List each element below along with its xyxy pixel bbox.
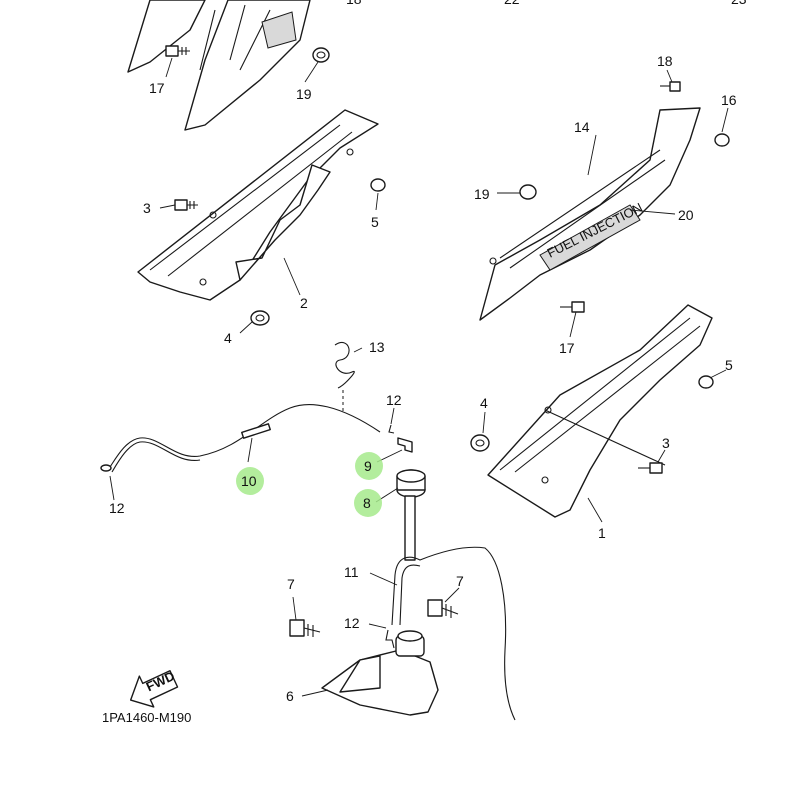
callout-1: 1 <box>598 525 606 541</box>
callout-19b: 19 <box>474 186 490 202</box>
side-cover-14: FUEL INJECTION <box>479 107 701 321</box>
upper-cover-partial <box>127 0 311 131</box>
grommet-4a <box>250 310 270 326</box>
reservoir-6 <box>321 630 439 716</box>
highlight-10 <box>236 467 264 495</box>
bolt-7b <box>427 599 459 618</box>
callout-16: 16 <box>721 92 737 108</box>
callout-5b: 5 <box>725 357 733 373</box>
clip-12c <box>385 629 395 649</box>
callout-4a: 4 <box>224 330 232 346</box>
callout-10: 10 <box>241 473 257 489</box>
callout-9: 9 <box>364 458 372 474</box>
callout-14: 14 <box>574 119 590 135</box>
callout-13: 13 <box>369 339 385 355</box>
clip-13 <box>334 342 355 412</box>
side-cover-2 <box>137 109 379 301</box>
grommet-19b <box>519 184 537 200</box>
bolt-17a <box>165 45 190 57</box>
callout-7a: 7 <box>287 576 295 592</box>
grommet-5a <box>370 178 386 192</box>
callout-top-left: 18 <box>346 0 362 7</box>
bolt-3a <box>174 199 198 211</box>
highlight-8 <box>354 489 382 517</box>
highlight-9 <box>355 452 383 480</box>
cable-10 <box>100 403 381 473</box>
diagram-code: 1PA1460-M190 <box>102 710 191 725</box>
grommet-19a <box>312 47 330 63</box>
callout-5a: 5 <box>371 214 379 230</box>
callout-6: 6 <box>286 688 294 704</box>
grommet-4b <box>470 434 490 452</box>
callout-17a: 17 <box>149 80 165 96</box>
callout-8: 8 <box>363 495 371 511</box>
callout-17b: 17 <box>559 340 575 356</box>
bolt-7a <box>289 619 321 637</box>
callout-12a: 12 <box>386 392 402 408</box>
bolt-3b <box>638 462 663 474</box>
callout-7b: 7 <box>456 573 464 589</box>
callout-top-23: 23 <box>731 0 747 7</box>
fwd-arrow-icon <box>129 670 179 708</box>
bolt-17b <box>560 301 585 313</box>
side-cover-1 <box>487 304 713 518</box>
hose-fitting-9 <box>397 437 413 453</box>
grommet-16 <box>714 133 730 147</box>
callout-top-22: 22 <box>504 0 520 7</box>
callout-3b: 3 <box>662 435 670 451</box>
callout-19a: 19 <box>296 86 312 102</box>
callout-3a: 3 <box>143 200 151 216</box>
filler-cap-8 <box>396 469 426 561</box>
callout-4b: 4 <box>480 395 488 411</box>
hose-11 <box>391 546 516 721</box>
callout-2: 2 <box>300 295 308 311</box>
clip-12a <box>388 424 395 434</box>
callout-18: 18 <box>657 53 673 69</box>
grommet-5b <box>698 375 714 389</box>
callout-20: 20 <box>678 207 694 223</box>
bolt-18 <box>660 81 681 92</box>
callout-12c: 12 <box>344 615 360 631</box>
callout-11: 11 <box>344 564 359 580</box>
callout-12b: 12 <box>109 500 125 516</box>
